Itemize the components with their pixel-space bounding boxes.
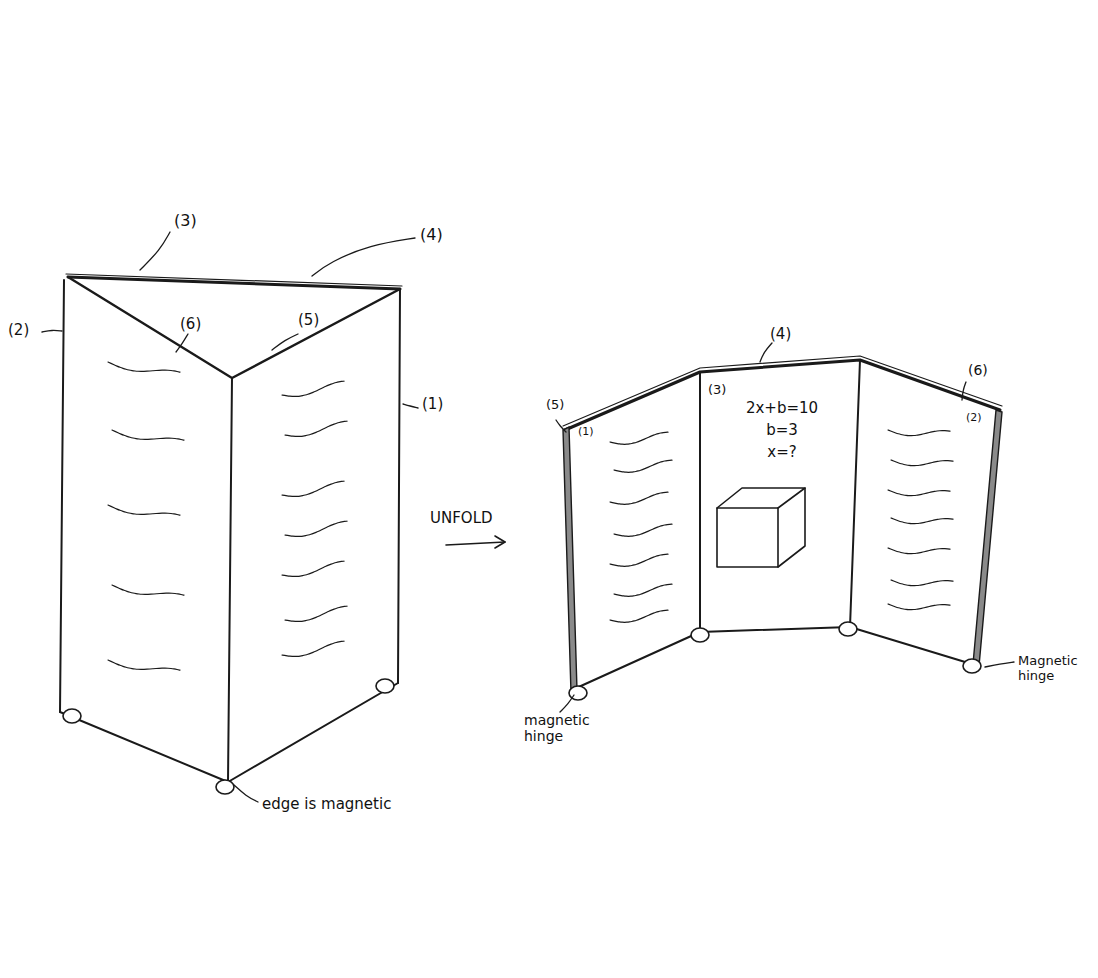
callout-number: (3) (174, 212, 197, 230)
text-squiggle (108, 660, 180, 670)
text-squiggle (108, 505, 180, 515)
leader-line (272, 334, 298, 350)
text-squiggle (112, 585, 184, 595)
text-squiggle (888, 490, 950, 496)
leader-line (403, 404, 418, 408)
unfold-arrow (446, 542, 505, 545)
step-label: UNFOLD (430, 510, 493, 527)
cube (717, 508, 778, 567)
text-squiggle (888, 604, 950, 610)
leader-line (962, 382, 966, 400)
leader-line (140, 232, 170, 270)
callout-number: (4) (770, 326, 791, 343)
text-squiggle (285, 606, 347, 621)
panel-edge (60, 280, 64, 712)
panel-edge (60, 683, 398, 782)
fold-line (850, 360, 860, 627)
fold-line (699, 372, 701, 632)
text-squiggle (282, 561, 344, 576)
text-squiggle (888, 430, 950, 436)
text-squiggle (610, 492, 668, 504)
equation-text: b=3 (712, 420, 852, 442)
callout-number: (2) (8, 322, 29, 339)
text-squiggle (282, 381, 344, 396)
magnetic-edge (563, 427, 577, 693)
callout-note: edge is magnetic (262, 796, 391, 813)
leader-line (42, 330, 62, 332)
text-squiggle (610, 610, 668, 622)
callout-number: (6) (180, 316, 201, 333)
text-squiggle (610, 432, 668, 444)
leader-line (985, 662, 1014, 667)
leader-line (176, 334, 188, 352)
panel-edge (398, 289, 400, 683)
equation-text: x=? (712, 442, 852, 464)
text-squiggle (610, 554, 668, 566)
text-squiggle (891, 580, 953, 586)
callout-number: (5) (546, 398, 564, 413)
panel-edge (572, 627, 975, 690)
top-edge (68, 277, 400, 378)
text-squiggle (112, 430, 184, 440)
text-squiggle (891, 518, 953, 524)
callout-number: (5) (298, 312, 319, 329)
text-squiggle (282, 641, 344, 656)
leader-line (556, 420, 566, 432)
caster-wheel (63, 709, 81, 723)
callout-number: (3) (708, 383, 726, 398)
text-squiggle (888, 548, 950, 554)
cube (778, 488, 805, 567)
caster-wheel (216, 780, 234, 794)
callout-number: (6) (968, 362, 988, 378)
text-squiggle (614, 584, 672, 596)
unfold-arrow (495, 536, 505, 548)
leader-line (234, 785, 258, 802)
leader-line (760, 343, 772, 362)
callout-note: magnetic hinge (524, 712, 596, 744)
leader-line (312, 238, 415, 276)
board-panel: 2x+b=10b=3x=? (712, 398, 852, 463)
top-edge (563, 356, 1002, 426)
caster-wheel (691, 628, 709, 642)
text-squiggle (614, 524, 672, 536)
leader-line (560, 695, 574, 712)
top-edge (565, 360, 1000, 430)
magnetic-edge (973, 410, 1002, 666)
top-edge (68, 277, 400, 289)
equation-text: 2x+b=10 (712, 398, 852, 420)
text-squiggle (285, 421, 347, 436)
cube (717, 488, 805, 508)
callout-number: (4) (420, 226, 443, 244)
caster-wheel (376, 679, 394, 693)
caster-wheel (963, 659, 981, 673)
text-squiggle (282, 481, 344, 496)
callout-number: (1) (422, 396, 443, 413)
callout-number: (1) (578, 426, 594, 439)
caster-wheel (839, 622, 857, 636)
text-squiggle (108, 362, 180, 372)
text-squiggle (285, 521, 347, 536)
callout-note: Magnetic hinge (1018, 654, 1090, 684)
callout-number: (2) (966, 412, 982, 425)
text-squiggle (891, 460, 953, 466)
panel-edge (228, 378, 232, 782)
top-edge (66, 274, 402, 286)
text-squiggle (614, 460, 672, 472)
